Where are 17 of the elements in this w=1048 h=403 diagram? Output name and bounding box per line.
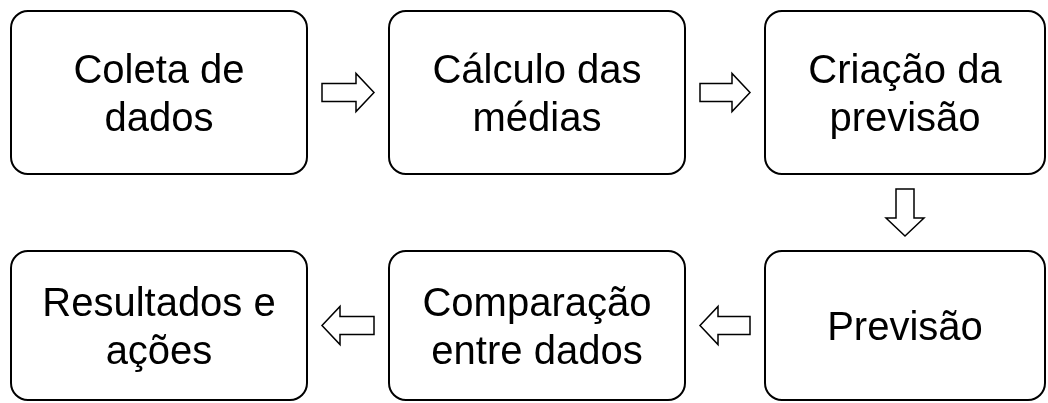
process-box: [764, 250, 1046, 401]
process-box: [764, 10, 1046, 175]
block-arrow: [320, 304, 375, 347]
process-box: [388, 10, 686, 175]
process-box: [10, 250, 308, 401]
box-label: Previsão: [827, 302, 983, 350]
box-label: Criação da previsão: [807, 45, 1003, 141]
process-box: [388, 250, 686, 401]
block-arrow: [321, 71, 376, 114]
box-label: Coleta de dados: [72, 45, 246, 141]
box-label: Cálculo das médias: [431, 45, 643, 141]
box-label: Resultados e ações: [41, 278, 277, 374]
block-arrow: [699, 71, 752, 114]
box-label: Comparação entre dados: [421, 278, 653, 374]
block-arrow: [884, 188, 926, 238]
block-arrow: [698, 304, 751, 347]
process-box: [10, 10, 308, 175]
